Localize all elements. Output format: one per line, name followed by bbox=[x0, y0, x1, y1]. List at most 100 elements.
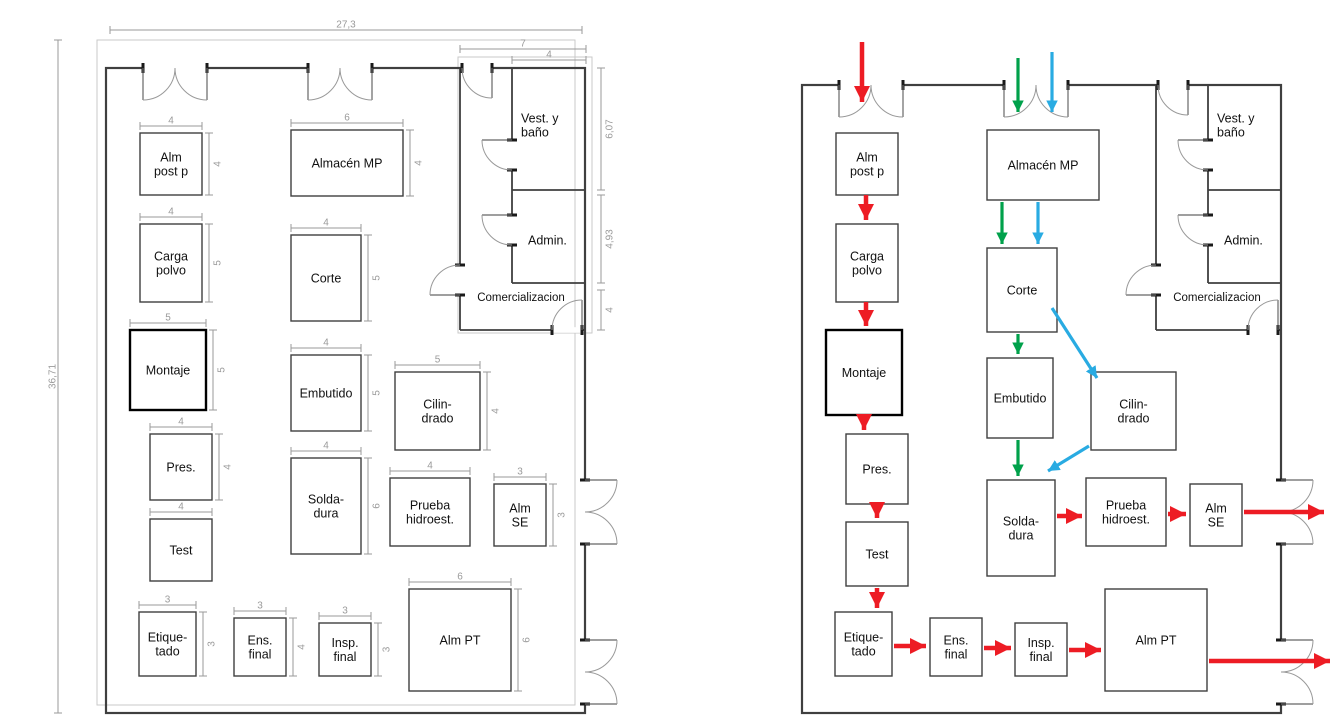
door-opening bbox=[457, 265, 463, 295]
door-swing-arc bbox=[1125, 264, 1157, 296]
room-pres-label: Pres. bbox=[166, 460, 195, 474]
dim-label: 5 bbox=[213, 260, 224, 266]
room-ens-final-label: Ens.final bbox=[943, 633, 968, 661]
room-montaje-label: Montaje bbox=[146, 363, 191, 377]
room-ens-final: Ens.final bbox=[233, 617, 287, 677]
dim-label: 4 bbox=[323, 441, 329, 452]
room-test-label: Test bbox=[866, 547, 889, 561]
room-soldadura-label: Solda-dura bbox=[1003, 514, 1039, 542]
dim-label: 4 bbox=[297, 644, 308, 650]
room-corte-label: Corte bbox=[311, 271, 342, 285]
door-swing-arc bbox=[584, 671, 618, 705]
dim-label: 6 bbox=[344, 113, 350, 124]
dim-label: 3 bbox=[382, 646, 393, 652]
room-insp-final-label: Insp.final bbox=[331, 636, 358, 664]
dim-label: 4 bbox=[546, 50, 552, 61]
room-pres: Pres. bbox=[845, 433, 909, 505]
room-cilindrado-label: Cilin-drado bbox=[1118, 397, 1150, 425]
room-pres-outline bbox=[149, 433, 213, 501]
dim-label: 4 bbox=[223, 464, 234, 470]
room-test: Test bbox=[149, 518, 213, 582]
dim-label: 6 bbox=[522, 637, 533, 643]
room-etiquetado-label: Etique-tado bbox=[148, 630, 188, 658]
door-swing-arc bbox=[339, 67, 373, 101]
dim-label: 4 bbox=[178, 417, 184, 428]
dim-label: 7 bbox=[520, 39, 526, 50]
door-opening bbox=[509, 215, 515, 245]
room-embutido-label: Embutido bbox=[300, 386, 353, 400]
dim-label: 5 bbox=[435, 355, 441, 366]
door-swing-arc bbox=[870, 84, 904, 118]
dim-label: 5 bbox=[372, 275, 383, 281]
door-swing-arc bbox=[1003, 84, 1037, 118]
room-corte-label: Corte bbox=[1007, 283, 1038, 297]
dim-label: 6 bbox=[372, 503, 383, 509]
dim-label: 3 bbox=[257, 601, 263, 612]
dim-label: 5 bbox=[217, 367, 228, 373]
label-admin: Admin. bbox=[528, 233, 567, 247]
dim-label: 4 bbox=[168, 116, 174, 127]
dim-label: 4 bbox=[323, 218, 329, 229]
dim-label: 6 bbox=[457, 572, 463, 583]
room-pres: Pres. bbox=[149, 433, 213, 501]
door-swing-arc bbox=[429, 264, 461, 296]
room-almacen-mp: Almacén MP bbox=[290, 129, 404, 197]
room-ens-final-outline bbox=[929, 617, 983, 677]
room-insp-final: Insp.final bbox=[1014, 622, 1068, 677]
door-swing-arc bbox=[481, 139, 513, 171]
door-opening bbox=[462, 65, 492, 71]
dim-label: 5 bbox=[372, 390, 383, 396]
dim-label: 4,93 bbox=[605, 229, 616, 249]
room-montaje: Montaje bbox=[824, 328, 904, 417]
dim-label: 4 bbox=[491, 408, 502, 414]
door-swing-arc bbox=[584, 479, 618, 513]
room-alm-pt: Alm PT bbox=[1104, 588, 1208, 692]
room-almacen-mp: Almacén MP bbox=[986, 129, 1100, 201]
room-alm-se-outline bbox=[1189, 483, 1243, 547]
door-swing-arc bbox=[1280, 479, 1314, 513]
dim-label: 3 bbox=[557, 512, 568, 518]
room-corte-outline bbox=[290, 234, 362, 322]
room-cilindrado: Cilin-drado bbox=[394, 371, 481, 451]
dim-label: 3 bbox=[207, 641, 218, 647]
room-alm-pt-label: Alm PT bbox=[440, 633, 481, 647]
door-opening bbox=[1153, 265, 1159, 295]
dim-label: 4 bbox=[414, 160, 425, 166]
room-soldadura: Solda-dura bbox=[290, 457, 362, 555]
flow-arrow-blue bbox=[1047, 444, 1090, 473]
label-comercializacion: Comercializacion bbox=[477, 292, 565, 304]
label-admin: Admin. bbox=[1224, 233, 1263, 247]
dim-label: 3 bbox=[342, 606, 348, 617]
room-alm-pt-label: Alm PT bbox=[1136, 633, 1177, 647]
room-montaje: Montaje bbox=[128, 328, 208, 412]
dim-label: 4 bbox=[323, 338, 329, 349]
dim-label: 27,3 bbox=[336, 20, 356, 31]
door-swing-arc bbox=[1035, 84, 1069, 118]
room-ens-final-label: Ens.final bbox=[247, 633, 272, 661]
room-soldadura-outline bbox=[290, 457, 362, 555]
room-cilindrado: Cilin-drado bbox=[1090, 371, 1177, 451]
room-corte: Corte bbox=[290, 234, 362, 322]
room-alm-post-p-outline bbox=[139, 132, 203, 196]
dim-label: 4 bbox=[168, 207, 174, 218]
room-etiquetado-label: Etique-tado bbox=[844, 630, 884, 658]
room-insp-final-outline bbox=[318, 622, 372, 677]
door-swing-arc bbox=[1247, 299, 1279, 331]
room-etiquetado: Etique-tado bbox=[834, 611, 893, 677]
door-swing-arc bbox=[1177, 214, 1209, 246]
room-test-label: Test bbox=[170, 543, 193, 557]
room-alm-se-outline bbox=[493, 483, 547, 547]
room-soldadura-outline bbox=[986, 479, 1056, 577]
room-embutido: Embutido bbox=[290, 354, 362, 432]
room-etiquetado: Etique-tado bbox=[138, 611, 197, 677]
room-almacen-mp-outline bbox=[986, 129, 1100, 201]
dim-label: 5 bbox=[165, 313, 171, 324]
